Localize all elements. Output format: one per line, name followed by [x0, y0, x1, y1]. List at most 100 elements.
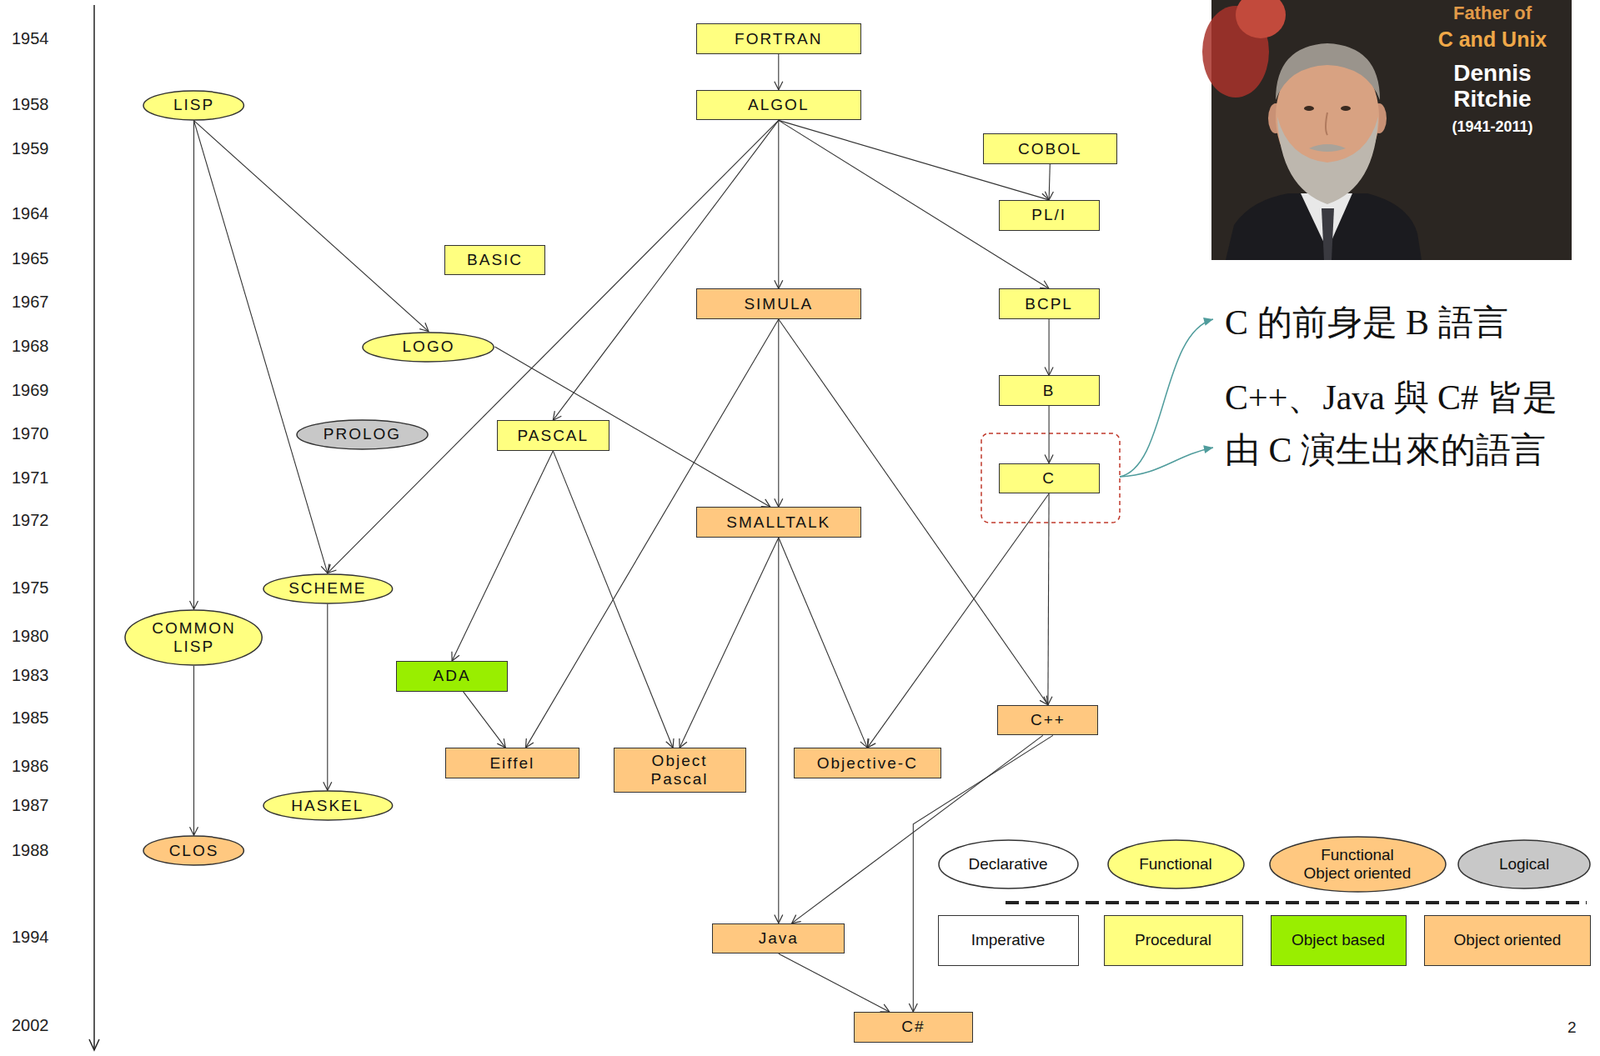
derivation-arrow	[193, 666, 195, 836]
language-ellipse: SCHEME	[262, 573, 394, 605]
language-ellipse: PROLOG	[295, 419, 429, 451]
legend-ellipse: Logical	[1457, 839, 1591, 890]
year-label: 1969	[11, 381, 50, 401]
year-label: 1985	[11, 708, 50, 728]
ellipse-shape	[1269, 837, 1446, 893]
language-box: Java	[712, 923, 845, 955]
photo-balloon	[1235, 0, 1286, 39]
language-ellipse: HASKEL	[262, 790, 394, 822]
year-label: 1954	[11, 29, 50, 49]
derivation-arrow	[194, 120, 328, 574]
year-label: 1964	[11, 204, 50, 224]
legend-text: Imperative	[971, 931, 1046, 950]
legend-ellipse: Functional Object oriented	[1268, 836, 1447, 893]
language-ellipse: LOGO	[361, 331, 495, 363]
photo-hair	[1275, 43, 1380, 101]
legend-box: Object based	[1270, 915, 1407, 967]
derivation-arrow	[679, 537, 779, 748]
derivation-arrow	[777, 319, 779, 507]
derivation-arrow	[552, 120, 779, 421]
language-name: Eiffel	[489, 754, 535, 773]
derivation-arrow	[193, 120, 195, 610]
page-number: 2	[1567, 1018, 1593, 1038]
callout-leader	[1119, 447, 1214, 477]
derivation-arrow	[778, 953, 890, 1013]
derivation-arrow	[777, 120, 779, 289]
photo-nose	[1325, 112, 1328, 136]
year-label: 1967	[11, 292, 50, 312]
language-name: PASCAL	[517, 426, 590, 446]
language-name: COMMON LISP	[148, 619, 241, 657]
language-box: Object Pascal	[613, 747, 747, 793]
derivation-arrow	[327, 120, 779, 573]
language-ellipse: CLOS	[142, 835, 245, 867]
language-ellipse: LISP	[142, 90, 245, 121]
derivation-arrow	[777, 54, 779, 91]
language-name: C#	[901, 1018, 925, 1037]
ellipse-shape	[938, 840, 1079, 889]
derivation-arrow	[1048, 164, 1050, 201]
legend-text: Logical	[1499, 855, 1550, 874]
year-label: 1986	[11, 757, 50, 777]
legend-text: Functional Object oriented	[1301, 846, 1415, 883]
derivation-arrow	[326, 604, 328, 792]
derivation-arrow	[1048, 319, 1050, 376]
language-name: COBOL	[1018, 140, 1083, 159]
language-box: PL/I	[998, 200, 1100, 231]
ellipse-shape	[296, 420, 428, 450]
language-name: C	[1042, 469, 1056, 488]
year-label: 1980	[11, 626, 50, 647]
language-ellipse: COMMON LISP	[124, 609, 263, 667]
language-box: C	[998, 463, 1100, 495]
language-name: PL/I	[1031, 205, 1067, 225]
language-name: BASIC	[466, 250, 523, 270]
year-label: 1972	[11, 511, 50, 531]
ellipse-shape	[143, 836, 244, 866]
photo-eye	[1340, 105, 1351, 111]
derivation-arrow	[1048, 493, 1049, 705]
year-label: 1971	[11, 468, 50, 488]
language-box: SMALLTALK	[696, 506, 862, 538]
year-label: 1959	[11, 139, 50, 159]
year-label: 1975	[11, 578, 50, 598]
language-name: LOGO	[402, 337, 456, 357]
ellipse-shape	[263, 791, 393, 821]
language-name: Object Pascal	[644, 752, 715, 789]
language-name: FORTRAN	[734, 30, 823, 49]
language-name: Java	[758, 929, 799, 948]
year-label: 1994	[11, 927, 50, 948]
timeline-axis	[93, 5, 96, 1049]
legend-text: Declarative	[968, 855, 1048, 874]
photo-caption: C and Unix	[1413, 27, 1572, 52]
callout-note: C++、Java 與 C# 皆是由 C 演生出來的語言	[1224, 371, 1592, 477]
callout-note: C 的前身是 B 語言	[1224, 300, 1592, 347]
legend-ellipse: Functional	[1107, 839, 1245, 890]
photo-eye	[1304, 105, 1315, 111]
legend-divider	[1005, 901, 1587, 905]
legend-text: Functional	[1138, 855, 1213, 874]
ellipse-shape	[125, 610, 262, 666]
year-label: 1987	[11, 796, 50, 816]
language-box: BCPL	[998, 288, 1100, 320]
language-name: ALGOL	[747, 95, 809, 115]
language-name: HASKEL	[290, 797, 364, 816]
language-box: ADA	[396, 661, 509, 693]
highlight-box	[981, 433, 1120, 523]
year-label: 2002	[11, 1016, 50, 1036]
timeline-arrowhead	[89, 1039, 100, 1051]
language-name: SMALLTALK	[726, 513, 831, 532]
derivation-arrow	[777, 537, 779, 924]
callout-leader	[1119, 319, 1214, 477]
year-label: 1983	[11, 666, 50, 686]
year-label: 1958	[11, 95, 50, 115]
ellipse-shape	[1108, 840, 1244, 889]
photo-name: Dennis Ritchie	[1429, 60, 1555, 113]
legend-text: Object oriented	[1454, 931, 1562, 950]
language-name: BCPL	[1024, 295, 1074, 314]
derivation-arrow	[451, 451, 553, 662]
legend-box: Object oriented	[1424, 915, 1591, 967]
language-box: BASIC	[444, 245, 546, 276]
year-label: 1968	[11, 336, 50, 357]
ellipse-shape	[263, 574, 393, 604]
